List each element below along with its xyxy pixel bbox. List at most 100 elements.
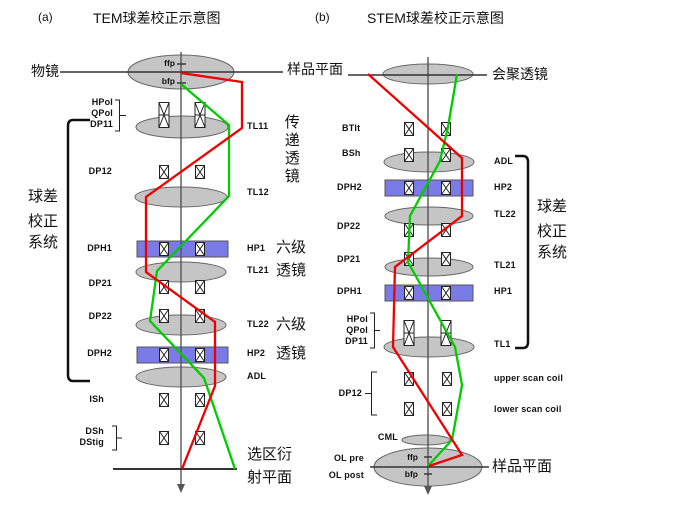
bsh-label-b: BSh bbox=[342, 148, 361, 158]
lower-scan-coil-label: lower scan coil bbox=[494, 404, 562, 414]
hp2-label-b: HP2 bbox=[494, 182, 513, 192]
panel-a-tag: (a) bbox=[38, 10, 53, 24]
coil-icon bbox=[442, 372, 452, 386]
axis-arrow-a bbox=[177, 484, 185, 493]
panel-b-tag: (b) bbox=[315, 10, 330, 24]
red-ray-a bbox=[144, 71, 244, 470]
coil-icon bbox=[159, 165, 169, 179]
hpol-label-a: HPol bbox=[91, 97, 113, 107]
tl21-b-lens-ellipse bbox=[384, 257, 474, 277]
dp22-label-a: DP22 bbox=[88, 311, 112, 321]
tl22-b-lens-ellipse bbox=[384, 206, 474, 226]
hp2-label-a: HP2 bbox=[247, 348, 266, 358]
corrector-label-b-1: 球差 bbox=[537, 198, 568, 215]
corrector-bracket-a bbox=[66, 118, 90, 383]
dp12-label-b: DP12 bbox=[338, 388, 362, 398]
dsh-label-a: DSh bbox=[85, 426, 104, 436]
bfp-label-a: bfp bbox=[161, 76, 175, 86]
dp21-label-b: DP21 bbox=[337, 254, 361, 264]
dp22-label-b: DP22 bbox=[337, 221, 361, 231]
coil-icon bbox=[159, 242, 169, 256]
corrector-label-a-3: 系统 bbox=[28, 234, 59, 251]
sample-plane-label-a: 样品平面 bbox=[287, 61, 343, 77]
corrector-label-a-1: 球差 bbox=[28, 188, 59, 205]
sad-plane-label-1: 选区衍 bbox=[247, 446, 293, 463]
hexapole-label-1a: 六级 bbox=[276, 239, 307, 256]
coil-icon bbox=[404, 148, 414, 162]
dp21-label-a: DP21 bbox=[88, 278, 112, 288]
hp1-label-b: HP1 bbox=[494, 286, 513, 296]
hpol-bracket-b bbox=[370, 312, 380, 349]
lens-label-1a: 透镜 bbox=[276, 262, 307, 279]
hpol-label-b: HPol bbox=[346, 314, 368, 324]
coil-icon bbox=[441, 286, 451, 300]
tl22-label-a: TL22 bbox=[247, 319, 269, 329]
corrector-label-b-3: 系统 bbox=[537, 244, 568, 261]
coil-icon bbox=[404, 286, 414, 300]
transfer-lens-label: 传递透镜 bbox=[282, 114, 300, 186]
dph2-label-a: DPH2 bbox=[87, 348, 112, 358]
coil-icon bbox=[159, 348, 169, 362]
adl-b-lens-ellipse bbox=[383, 151, 475, 173]
corrector-label-a-2: 校正 bbox=[28, 213, 59, 230]
adl-label-b: ADL bbox=[494, 156, 514, 166]
btlt-label-b: BTlt bbox=[342, 123, 361, 133]
coil-icon bbox=[195, 348, 205, 362]
adl-label-a: ADL bbox=[247, 371, 267, 381]
panel-b-title: STEM球差校正示意图 bbox=[367, 10, 504, 26]
coil-icon bbox=[158, 102, 170, 128]
dp12-bracket-b bbox=[365, 371, 377, 416]
hp1-label-a: HP1 bbox=[247, 243, 266, 253]
coil-icon bbox=[159, 393, 169, 407]
tl11-lens-ellipse bbox=[135, 115, 229, 139]
tl1-label-b: TL1 bbox=[494, 339, 511, 349]
ol-pre-label-b: OL pre bbox=[333, 453, 364, 463]
coil-icon bbox=[404, 402, 414, 416]
axis-arrow-b bbox=[424, 486, 432, 495]
coil-icon bbox=[195, 280, 205, 294]
coil-icon bbox=[194, 102, 206, 128]
coil-icon bbox=[441, 181, 451, 195]
coil-icon bbox=[159, 431, 169, 445]
green-ray-a bbox=[148, 83, 237, 470]
tl12-label: TL12 bbox=[247, 187, 269, 197]
qpol-label-b: QPol bbox=[346, 325, 368, 335]
red-ray-b bbox=[367, 73, 464, 468]
tl21-label-b: TL21 bbox=[494, 260, 516, 270]
coil-icon bbox=[441, 252, 451, 266]
dph1-label-a: DPH1 bbox=[87, 243, 112, 253]
coil-icon bbox=[404, 122, 414, 136]
dph2-label-b: DPH2 bbox=[337, 182, 362, 192]
coil-icon bbox=[159, 309, 169, 323]
hexapole-label-2a: 六级 bbox=[276, 316, 307, 333]
cml-lens-ellipse bbox=[401, 434, 451, 446]
condenser-label: 会聚透镜 bbox=[492, 66, 548, 82]
corrector-label-b-2: 校正 bbox=[537, 223, 568, 240]
dph1-label-b: DPH1 bbox=[337, 286, 362, 296]
coil-icon bbox=[195, 242, 205, 256]
corrector-bracket-b bbox=[515, 154, 530, 350]
qpol-label-a: QPol bbox=[91, 108, 113, 118]
dsh-bracket-a bbox=[112, 425, 122, 451]
dp11-label-a: DP11 bbox=[90, 119, 113, 129]
lens-label-2a: 透镜 bbox=[276, 345, 307, 362]
green-ray-b bbox=[406, 73, 464, 467]
coil-icon bbox=[404, 181, 414, 195]
tl22-label-b: TL22 bbox=[494, 209, 516, 219]
upper-scan-coil-label: upper scan coil bbox=[494, 373, 564, 383]
coil-icon bbox=[195, 393, 205, 407]
ffp-label-b: ffp bbox=[407, 452, 418, 462]
cml-label-b: CML bbox=[377, 432, 398, 442]
ol-post-label-b: OL post bbox=[328, 470, 364, 480]
bfp-label-b: bfp bbox=[404, 469, 418, 479]
tl11-label: TL11 bbox=[247, 121, 269, 131]
dp11-label-b: DP11 bbox=[345, 336, 368, 346]
coil-icon bbox=[195, 165, 205, 179]
sad-plane-label-2: 射平面 bbox=[247, 469, 293, 486]
dstig-label-a: DStig bbox=[79, 437, 104, 447]
tl21-label-a: TL21 bbox=[247, 265, 269, 275]
objective-label: 物镜 bbox=[31, 63, 59, 79]
sample-plane-label-b: 样品平面 bbox=[492, 458, 553, 475]
